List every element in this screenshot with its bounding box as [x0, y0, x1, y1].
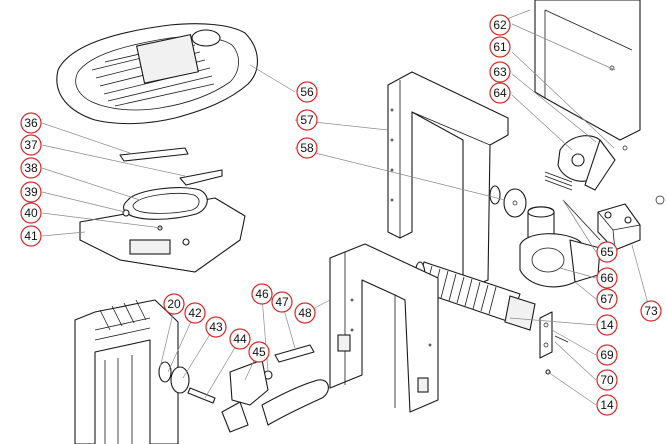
svg-text:63: 63: [493, 65, 507, 79]
callout-70: 70: [596, 369, 618, 391]
callout-42: 42: [184, 302, 206, 324]
callout-45: 45: [248, 341, 270, 363]
callout-14-lower: 14: [596, 394, 618, 416]
svg-text:57: 57: [300, 113, 314, 127]
part-36-41-top-plate-assembly: [79, 147, 246, 273]
svg-text:43: 43: [209, 320, 223, 334]
svg-text:62: 62: [493, 18, 507, 32]
svg-text:61: 61: [493, 40, 507, 54]
part-45-47-exhaust-elbow: [221, 344, 329, 433]
svg-text:47: 47: [275, 295, 289, 309]
callout-14-upper: 14: [596, 314, 618, 336]
callout-39: 39: [20, 181, 42, 203]
svg-text:67: 67: [600, 292, 614, 306]
part-57-rear-panel: [387, 71, 509, 291]
callout-57: 57: [296, 109, 318, 131]
callout-63: 63: [489, 61, 511, 83]
svg-text:70: 70: [600, 373, 614, 387]
part-56-top-grill: [56, 23, 258, 125]
callout-56: 56: [296, 81, 318, 103]
svg-text:20: 20: [167, 297, 181, 311]
callout-66: 66: [596, 267, 618, 289]
svg-text:46: 46: [255, 287, 269, 301]
svg-text:58: 58: [300, 141, 314, 155]
svg-text:56: 56: [300, 85, 314, 99]
svg-text:36: 36: [24, 116, 38, 130]
callout-67: 67: [596, 288, 618, 310]
callout-61: 61: [489, 36, 511, 58]
svg-text:44: 44: [233, 332, 247, 346]
part-69-70-bracket: [539, 311, 569, 375]
callout-20: 20: [163, 293, 185, 315]
callout-47: 47: [271, 291, 293, 313]
callout-38: 38: [20, 157, 42, 179]
svg-text:39: 39: [24, 185, 38, 199]
callout-40: 40: [20, 202, 42, 224]
part-58-gasket: [503, 188, 527, 218]
callout-46: 46: [251, 283, 273, 305]
callout-36: 36: [20, 112, 42, 134]
callout-37: 37: [20, 134, 42, 156]
part-20-heat-exchanger: [74, 299, 179, 444]
part-73-control-box: [597, 195, 665, 251]
svg-text:38: 38: [24, 161, 38, 175]
svg-text:66: 66: [600, 271, 614, 285]
part-65-67-blower: [519, 199, 601, 288]
callout-62: 62: [489, 14, 511, 36]
callout-73: 73: [640, 300, 662, 322]
svg-text:64: 64: [493, 86, 507, 100]
part-48-lower-shroud: [329, 243, 439, 413]
callout-43: 43: [205, 316, 227, 338]
part-61-64-bracket-group: [534, 0, 641, 191]
svg-text:14: 14: [600, 318, 614, 332]
svg-text:45: 45: [252, 345, 266, 359]
svg-text:37: 37: [24, 138, 38, 152]
callout-65: 65: [596, 241, 618, 263]
svg-text:42: 42: [188, 306, 202, 320]
svg-text:41: 41: [24, 229, 38, 243]
callout-58: 58: [296, 137, 318, 159]
svg-text:69: 69: [600, 348, 614, 362]
svg-text:73: 73: [644, 304, 658, 318]
svg-text:14: 14: [600, 398, 614, 412]
callout-69: 69: [596, 344, 618, 366]
callout-41: 41: [20, 225, 42, 247]
callout-64: 64: [489, 82, 511, 104]
leader-lines: [41, 9, 651, 406]
svg-text:40: 40: [24, 206, 38, 220]
callout-48: 48: [294, 302, 316, 324]
callout-44: 44: [229, 328, 251, 350]
svg-text:48: 48: [298, 306, 312, 320]
svg-text:65: 65: [600, 245, 614, 259]
